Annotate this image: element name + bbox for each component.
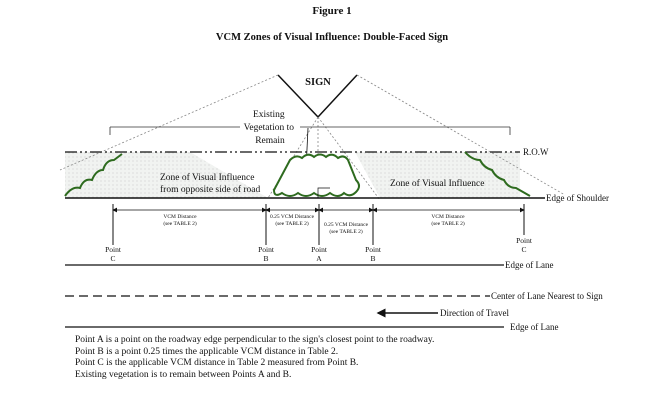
vegetation-label: Existing Vegetation to Remain [244, 110, 297, 146]
point-label: Point [258, 245, 275, 254]
dimension-label: (see TABLE 2) [163, 220, 197, 227]
point-letter: B [370, 254, 375, 263]
note: Point C is the applicable VCM distance i… [75, 358, 359, 368]
point-letter: C [110, 254, 115, 263]
sign-label: SIGN [305, 77, 331, 88]
zone-left-label: Zone of Visual Influence from opposite s… [160, 172, 261, 195]
point-letter: C [521, 245, 526, 254]
sign-icon [277, 74, 358, 118]
note: Point A is a point on the roadway edge p… [75, 335, 435, 345]
edge-of-lane-label-2: Edge of Lane [510, 322, 558, 332]
figure-title: VCM Zones of Visual Influence: Double-Fa… [216, 32, 448, 43]
center-lane-label: Center of Lane Nearest to Sign [491, 291, 603, 301]
dimension-label: VCM Distance [431, 214, 465, 220]
direction-label: Direction of Travel [440, 308, 509, 318]
point-label: Point [516, 236, 533, 245]
dimension-label: (see TABLE 2) [431, 220, 465, 227]
dimension-label: 0.25 VCM Distance [324, 222, 369, 228]
dimension-label: (see TABLE 2) [329, 228, 363, 235]
point-labels: Point C Point B Point A Point B Point C [105, 236, 533, 263]
point-letter: A [316, 254, 322, 263]
vegetation-icon [64, 151, 531, 197]
row-label: R.O.W [523, 147, 549, 157]
point-letter: B [263, 254, 268, 263]
zone-left-shading [65, 152, 268, 198]
zone-right-label: Zone of Visual Influence [390, 178, 485, 189]
dimension-label: (see TABLE 2) [275, 220, 309, 227]
figure-label: Figure 1 [312, 5, 351, 17]
dimension-label: 0.25 VCM Distance [270, 214, 315, 220]
dimension-label: VCM Distance [163, 214, 197, 220]
notes: Point A is a point on the roadway edge p… [75, 335, 434, 381]
note: Point B is a point 0.25 times the applic… [75, 346, 339, 357]
zone-right-shading [355, 152, 520, 198]
edge-of-lane-label: Edge of Lane [505, 260, 553, 270]
right-angle-mark [317, 187, 330, 198]
point-label: Point [105, 245, 122, 254]
edge-of-shoulder-label: Edge of Shoulder [546, 193, 609, 203]
note: Existing vegetation is to remain between… [75, 369, 292, 380]
dimension-labels: VCM Distance (see TABLE 2) 0.25 VCM Dist… [163, 214, 465, 235]
point-label: Point [311, 245, 328, 254]
point-label: Point [365, 245, 382, 254]
